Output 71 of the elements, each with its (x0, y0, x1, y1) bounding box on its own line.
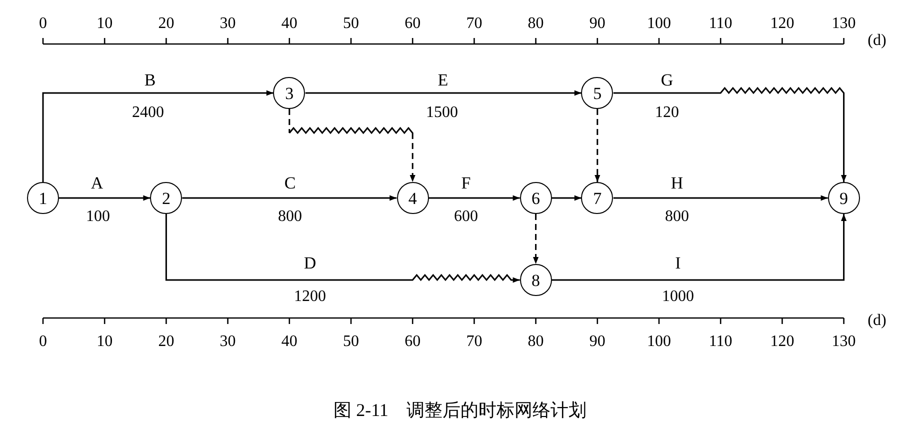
edge-label: B (143, 72, 157, 88)
tick-label: 30 (220, 16, 236, 32)
edge-label: A (90, 174, 104, 192)
event-circle: 2 (150, 182, 182, 214)
arrow (59, 195, 150, 201)
tick-label: 20 (158, 16, 174, 32)
tick-label: 110 (708, 16, 732, 32)
dashed-arrow (288, 109, 416, 182)
tick-label: 130 (832, 16, 856, 32)
dashed-arrow (594, 109, 600, 182)
arrow (613, 86, 847, 182)
edge-label: E (436, 72, 450, 88)
event-circle: 5 (581, 77, 614, 109)
tick-label: 80 (528, 16, 544, 32)
arrow (305, 90, 582, 96)
edge-label: F (460, 174, 472, 192)
event-circle: 3 (273, 77, 306, 109)
event-circle: 4 (396, 182, 429, 214)
duration-label: 120 (655, 105, 679, 121)
tick-label: 20 (158, 334, 174, 350)
arrow (165, 214, 520, 283)
tick-label: 50 (343, 16, 359, 32)
arrow (182, 195, 397, 201)
tick-label: 10 (96, 334, 113, 350)
tick-label: 90 (589, 16, 606, 32)
duration-label: 800 (278, 209, 302, 225)
event-circle: 1 (27, 182, 59, 214)
dashed-arrow (533, 214, 539, 264)
tick-label: 120 (770, 334, 794, 350)
edge-label: C (283, 174, 297, 192)
tick-label: 80 (528, 334, 544, 350)
tick-label: 70 (466, 334, 482, 350)
event-circle: 6 (520, 182, 552, 214)
arrow (552, 214, 847, 281)
tick-label: 70 (466, 16, 482, 32)
arrow (42, 90, 274, 182)
edge-label: G (660, 72, 674, 88)
duration-label: 800 (665, 209, 689, 225)
caption: 图 2-11 调整后的时标网络计划 (334, 401, 586, 419)
unit-label: (d) (868, 313, 886, 329)
tick-label: 50 (343, 334, 359, 350)
unit-label: (d) (868, 33, 886, 49)
tick-label: 120 (770, 16, 794, 32)
tick-label: 90 (589, 334, 606, 350)
duration-label: 1000 (662, 289, 694, 305)
tick-label: 100 (647, 16, 671, 32)
duration-label: 2400 (132, 105, 164, 121)
arrow (552, 195, 582, 201)
tick-label: 130 (832, 334, 856, 350)
event-circle: 9 (828, 182, 860, 214)
event-circle: 8 (520, 264, 552, 296)
arrow (428, 195, 520, 201)
tick-label: 30 (220, 334, 236, 350)
duration-label: 1200 (294, 289, 326, 305)
event-circle: 7 (581, 182, 614, 214)
tick-label: 60 (404, 334, 421, 350)
edge-label: H (670, 174, 684, 192)
edge-label: D (302, 254, 318, 272)
tick-label: 110 (708, 334, 732, 350)
arrow (613, 195, 828, 201)
tick-label: 60 (404, 16, 421, 32)
tick-label: 0 (39, 334, 47, 350)
duration-label: 600 (454, 209, 478, 225)
tick-label: 40 (281, 16, 298, 32)
tick-label: 10 (96, 16, 113, 32)
duration-label: 1500 (426, 105, 458, 121)
tick-label: 100 (647, 334, 671, 350)
duration-label: 100 (86, 209, 110, 225)
edge-label: I (674, 254, 682, 272)
tick-label: 40 (281, 334, 298, 350)
tick-label: 0 (39, 16, 47, 32)
